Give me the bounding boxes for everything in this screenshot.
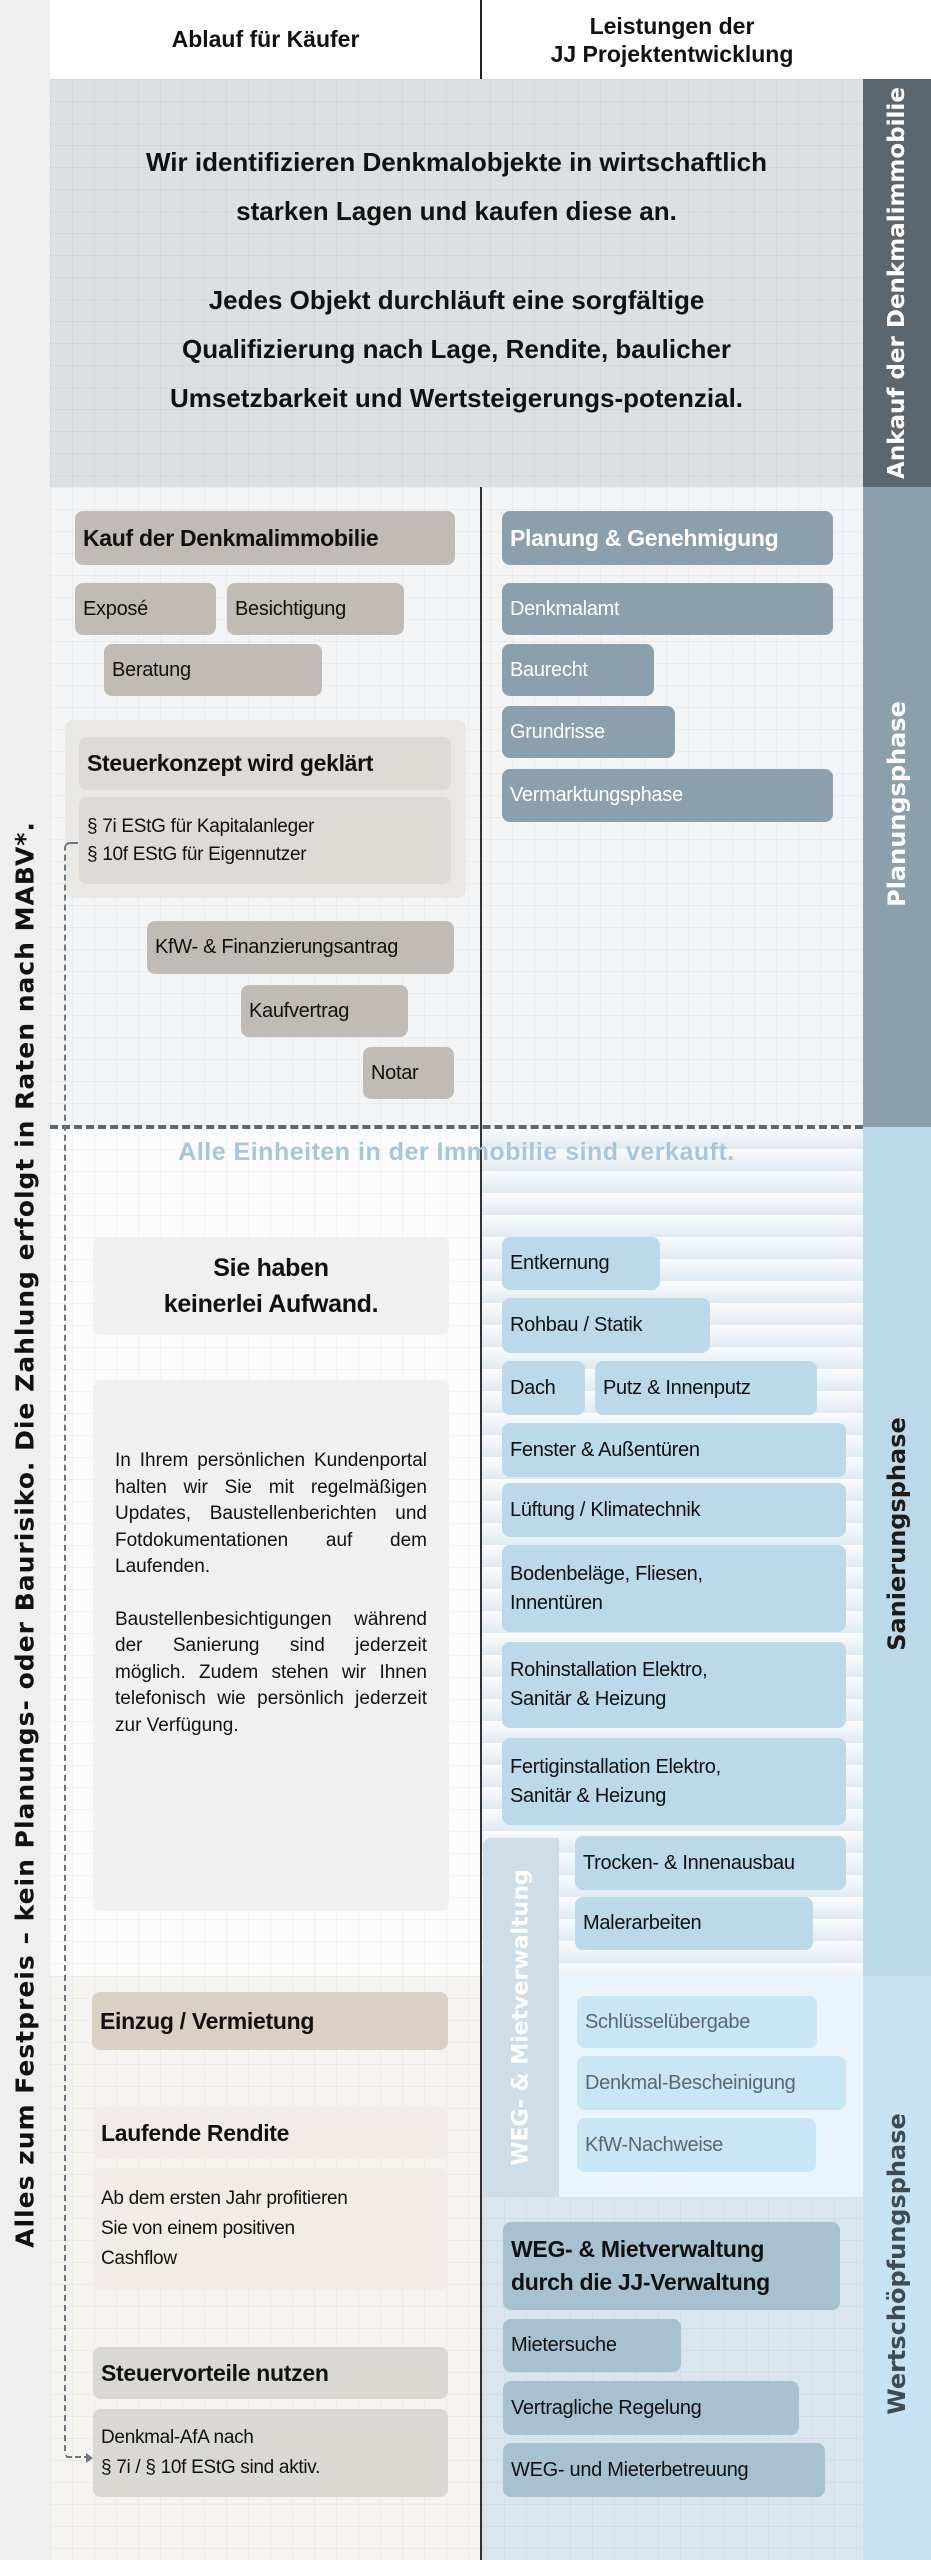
expose-step: Exposé xyxy=(75,583,216,635)
ankauf-text: Wir identifizieren Denkmalobjekte in wir… xyxy=(60,138,853,423)
fertig-l1: Fertiginstallation Elektro, xyxy=(510,1755,721,1778)
steuer-10f: § 10f EStG für Eigennutzer xyxy=(87,843,307,865)
weg-l2: durch die JJ-Verwaltung xyxy=(511,2269,770,2295)
bescheinigung-step: Denkmal-Bescheinigung xyxy=(577,2056,846,2110)
schluessel-step: Schlüsselübergabe xyxy=(577,1996,817,2048)
aufwand-l1: Sie haben xyxy=(213,1254,329,1282)
header xyxy=(50,0,931,79)
phase-divider-dashed xyxy=(50,1125,863,1129)
ankauf-phase-label: Ankauf der Denkmalimmobilie xyxy=(884,87,910,479)
besichtigung-step: Besichtigung xyxy=(227,583,404,635)
header-right-l1: Leistungen der xyxy=(589,12,755,39)
connector-line xyxy=(64,842,78,2458)
weg-band xyxy=(483,1838,559,2197)
header-right-l2: JJ Projektentwicklung xyxy=(550,40,794,67)
side-note: Alles zum Festpreis – kein Planungs- ode… xyxy=(10,821,40,2248)
afa-l1: Denkmal-AfA nach xyxy=(101,2427,254,2448)
sold-note: Alle Einheiten in der Immobilie sind ver… xyxy=(178,1138,735,1166)
rendite-text: Ab dem ersten Jahr profitieren Sie von e… xyxy=(93,2168,448,2290)
fertiginstallation-step: Fertiginstallation Elektro, Sanitär & Hei… xyxy=(502,1738,846,1825)
rendite-title: Laufende Rendite xyxy=(93,2107,448,2159)
ankauf-section xyxy=(50,79,863,487)
steuer-title: Steuerkonzept wird geklärt xyxy=(79,737,451,790)
steuer-7i: § 7i EStG für Kapitalanleger xyxy=(87,815,315,837)
fenster-step: Fenster & Außentüren xyxy=(502,1423,846,1477)
weg-title: WEG- & Mietverwaltung durch die JJ-Verwal… xyxy=(503,2222,840,2310)
ankauf-phase-bar xyxy=(863,79,931,487)
column-divider xyxy=(480,487,482,2560)
ankauf-p2-l2: Qualifizierung nach Lage, Rendite, bauli… xyxy=(182,334,731,364)
sanierung-phase-bar xyxy=(863,1127,931,1976)
rohinst-l2: Sanitär & Heizung xyxy=(510,1688,667,1710)
boden-l1: Bodenbeläge, Fliesen, xyxy=(510,1562,703,1585)
portal-text: In Ihrem persönlichen Kundenportal halte… xyxy=(115,1450,427,1577)
rendite-text-content: Ab dem ersten Jahr profitieren Sie von e… xyxy=(101,2188,348,2269)
portal-text-box: In Ihrem persönlichen Kundenportal halte… xyxy=(93,1380,449,1911)
putz-step: Putz & Innenputz xyxy=(595,1361,817,1415)
planung-title: Planung & Genehmigung xyxy=(502,511,833,565)
connector-arrow-icon xyxy=(66,2448,90,2458)
steuer-details: § 7i EStG für Kapitalanleger § 10f EStG f… xyxy=(79,797,451,884)
einzug-title: Einzug / Vermietung xyxy=(92,1992,448,2050)
rohinst-l1: Rohinstallation Elektro, xyxy=(510,1659,708,1681)
arrow-head-icon xyxy=(86,2453,93,2463)
kaufvertrag-step: Kaufvertrag xyxy=(241,985,408,1037)
beratung-step: Beratung xyxy=(104,644,322,696)
kfw-nachweise-step: KfW-Nachweise xyxy=(577,2118,816,2172)
side-strip xyxy=(0,0,50,2560)
dach-step: Dach xyxy=(502,1361,585,1415)
maler-step: Malerarbeiten xyxy=(575,1897,813,1950)
wert-phase-label: Wertschöpfungsphase xyxy=(883,2113,911,2415)
ankauf-p1-l2: starken Lagen und kaufen diese an. xyxy=(236,196,677,226)
notar-step: Notar xyxy=(363,1047,454,1099)
planung-phase-bar xyxy=(863,487,931,1127)
weg-band-label: WEG- & Mietverwaltung xyxy=(508,1869,534,2166)
baurecht-step: Baurecht xyxy=(502,644,654,696)
entkernung-step: Entkernung xyxy=(502,1237,660,1290)
header-divider xyxy=(480,0,482,79)
aufwand-l2: keinerlei Aufwand. xyxy=(163,1290,379,1318)
planung-phase-label: Planungsphase xyxy=(883,701,911,907)
header-left: Ablauf für Käufer xyxy=(171,26,360,52)
aufwand-title: Sie haben keinerlei Aufwand. xyxy=(93,1237,449,1335)
boden-step: Bodenbeläge, Fliesen, Innentüren xyxy=(502,1545,846,1632)
weg-l1: WEG- & Mietverwaltung xyxy=(511,2236,765,2262)
visit-text: Baustellenbesichtigungen während der San… xyxy=(115,1608,427,1736)
sanierung-phase-label: Sanierungsphase xyxy=(883,1417,911,1651)
rohinstallation-step: Rohinstallation Elektro, Sanitär & Heizun… xyxy=(502,1642,846,1728)
grundrisse-step: Grundrisse xyxy=(502,706,675,758)
betreuung-step: WEG- und Mieterbetreuung xyxy=(503,2443,825,2497)
afa-l2: § 7i / § 10f EStG sind aktiv. xyxy=(101,2457,321,2478)
vermarktung-step: Vermarktungsphase xyxy=(502,769,833,822)
ankauf-p1-l1: Wir identifizieren Denkmalobjekte in wir… xyxy=(145,147,767,177)
boden-l2: Innentüren xyxy=(510,1591,603,1614)
wert-phase-bar xyxy=(863,1976,931,2560)
fertig-l2: Sanitär & Heizung xyxy=(510,1784,667,1807)
lueftung-step: Lüftung / Klimatechnik xyxy=(502,1483,846,1537)
steuervorteile-title: Steuervorteile nutzen xyxy=(93,2347,448,2399)
mietersuche-step: Mietersuche xyxy=(503,2319,681,2372)
afa-text: Denkmal-AfA nach § 7i / § 10f EStG sind a… xyxy=(93,2409,448,2497)
vertrag-step: Vertragliche Regelung xyxy=(503,2381,799,2435)
kauf-title: Kauf der Denkmalimmobilie xyxy=(75,511,455,565)
ankauf-p2-l3: Umsetzbarkeit und Wertsteigerungs-potenz… xyxy=(169,383,744,413)
rohbau-step: Rohbau / Statik xyxy=(502,1298,710,1353)
denkmalamt-step: Denkmalamt xyxy=(502,583,833,635)
trocken-step: Trocken- & Innenausbau xyxy=(575,1836,846,1890)
kfw-step: KfW- & Finanzierungsantrag xyxy=(147,921,454,974)
ankauf-p2-l1: Jedes Objekt durchläuft eine sorgfältige xyxy=(208,285,705,315)
